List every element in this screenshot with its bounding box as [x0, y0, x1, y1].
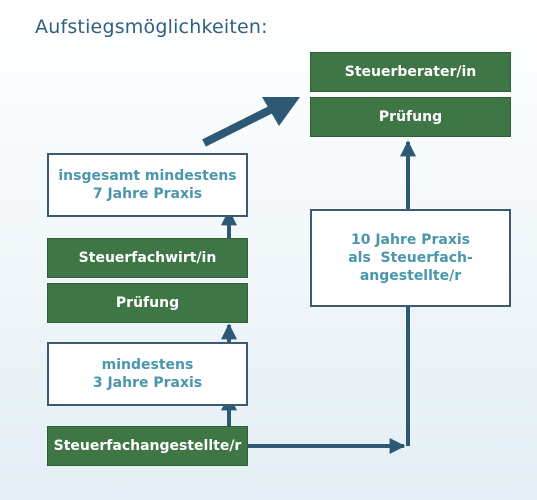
diagonal-arrow-shaft [202, 105, 274, 147]
start-box: Steuerfachangestellte/r [47, 426, 248, 466]
total-practice-line-2: 7 Jahre Praxis [92, 186, 203, 202]
steuerberater-box: Steuerberater/in [310, 52, 511, 92]
min-practice-line-1: mindestens [101, 357, 194, 373]
right-exam-label: Prüfung [378, 109, 443, 125]
right-exam-box: Prüfung [310, 97, 511, 137]
steuerberater-label: Steuerberater/in [344, 64, 477, 80]
long-practice-line-3: angestellte/r [359, 268, 462, 284]
left-exam-box: Prüfung [47, 283, 248, 323]
long-practice-line-1: 10 Jahre Praxis [350, 232, 470, 248]
left-exam-label: Prüfung [115, 295, 180, 311]
long-practice-line-2: als Steuerfach- [348, 250, 473, 266]
start-label: Steuerfachangestellte/r [53, 438, 242, 454]
steuerfachwirt-label: Steuerfachwirt/in [78, 250, 217, 266]
min-practice-box: mindestens 3 Jahre Praxis [47, 342, 248, 406]
steuerfachwirt-box: Steuerfachwirt/in [47, 238, 248, 278]
total-practice-line-1: insgesamt mindestens [58, 168, 237, 184]
min-practice-line-2: 3 Jahre Praxis [92, 375, 203, 391]
long-practice-box: 10 Jahre Praxis als Steuerfach- angestel… [310, 209, 511, 307]
page-title: Aufstiegsmöglichkeiten: [35, 16, 268, 38]
total-practice-box: insgesamt mindestens 7 Jahre Praxis [47, 153, 248, 217]
diagonal-arrow-head [262, 97, 300, 126]
